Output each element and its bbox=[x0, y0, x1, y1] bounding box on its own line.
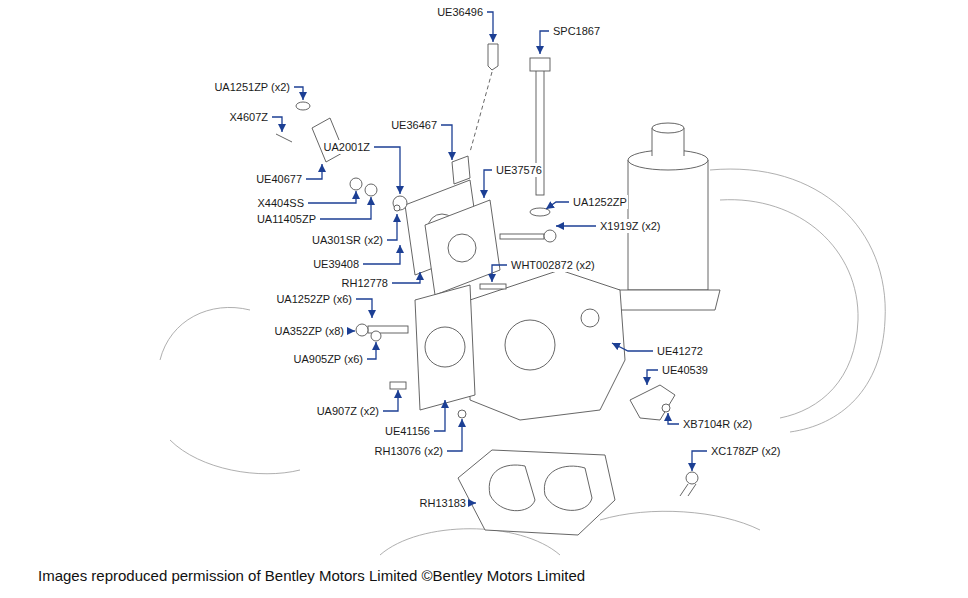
bolt-head bbox=[530, 58, 550, 71]
leader-line bbox=[647, 370, 658, 385]
part-number: UA301SR (x2) bbox=[311, 233, 384, 247]
part-number: X1919Z (x2) bbox=[599, 219, 662, 233]
leader-line bbox=[484, 170, 492, 198]
part-number: UE41156 bbox=[384, 424, 431, 438]
air-cleaner-dome bbox=[710, 169, 885, 432]
bush bbox=[452, 156, 470, 184]
leader-line bbox=[540, 31, 549, 54]
leader-line bbox=[546, 202, 569, 209]
washer bbox=[662, 404, 670, 412]
part-number: UA907Z (x2) bbox=[316, 404, 380, 418]
spacer bbox=[458, 450, 615, 535]
leader-line bbox=[487, 12, 493, 42]
parts bbox=[276, 44, 720, 535]
part-number: XC178ZP (x2) bbox=[710, 444, 782, 458]
part-number: RH13183 bbox=[419, 496, 467, 510]
split-pin bbox=[276, 134, 292, 142]
part-number: UE36496 bbox=[436, 5, 484, 19]
part-number: UE39408 bbox=[312, 257, 360, 271]
leader-line bbox=[348, 330, 355, 331]
gasket bbox=[425, 200, 500, 295]
engine-outline bbox=[600, 511, 760, 530]
leader-line bbox=[692, 451, 707, 471]
washer bbox=[296, 102, 310, 110]
leader-line bbox=[306, 164, 322, 179]
washer bbox=[350, 178, 362, 190]
leader-line bbox=[392, 272, 420, 283]
nut bbox=[356, 324, 368, 336]
leader-lines bbox=[272, 12, 707, 503]
bolt bbox=[480, 284, 506, 289]
part-number: UA352ZP (x8) bbox=[274, 324, 346, 338]
leader-line bbox=[492, 265, 507, 282]
leader-line bbox=[668, 413, 679, 424]
carburettor-port bbox=[581, 309, 599, 327]
leader-line bbox=[434, 400, 445, 431]
screw bbox=[500, 234, 544, 239]
gasket-hole bbox=[425, 327, 465, 367]
washer bbox=[394, 205, 400, 211]
clip bbox=[488, 44, 498, 70]
screw-shaft bbox=[680, 484, 696, 496]
part-number: UA1252ZP (x6) bbox=[275, 292, 353, 306]
part-number: RH12778 bbox=[341, 276, 389, 290]
engine-outline bbox=[160, 169, 885, 555]
part-number: XB7104R (x2) bbox=[682, 417, 753, 431]
part-number: UE36467 bbox=[390, 118, 438, 132]
leader-line bbox=[441, 125, 452, 160]
carburettor-body bbox=[470, 270, 625, 420]
stud bbox=[458, 410, 466, 418]
leader-line bbox=[308, 191, 356, 203]
clip-wire bbox=[470, 72, 492, 152]
part-number: UA905ZP (x6) bbox=[293, 352, 365, 366]
float-chamber-cap bbox=[652, 123, 684, 133]
part-number: UA1251ZP (x2) bbox=[213, 80, 291, 94]
leader-line bbox=[320, 197, 371, 219]
leader-line bbox=[387, 214, 397, 240]
leader-line bbox=[383, 390, 398, 411]
air-cleaner-dome bbox=[720, 200, 858, 418]
nut bbox=[393, 196, 407, 210]
screw-head bbox=[686, 472, 698, 484]
engine-outline bbox=[170, 440, 300, 474]
washer bbox=[371, 331, 381, 341]
part-number: UA2001Z bbox=[323, 140, 371, 154]
leader-line bbox=[356, 299, 372, 318]
carburettor-bore bbox=[505, 320, 555, 370]
leader-line bbox=[374, 147, 400, 194]
part-number: UE40677 bbox=[255, 172, 303, 186]
leader-line bbox=[612, 343, 653, 351]
part-number: UE40539 bbox=[661, 363, 709, 377]
part-number: WHT002872 (x2) bbox=[510, 258, 596, 272]
leader-line bbox=[367, 342, 376, 359]
part-number: SPC1867 bbox=[552, 24, 601, 38]
spacer-slot bbox=[544, 466, 592, 510]
leader-line bbox=[470, 502, 476, 503]
part-number: UE37576 bbox=[495, 163, 543, 177]
copyright-caption: Images reproduced permission of Bentley … bbox=[38, 567, 585, 585]
stud bbox=[390, 382, 406, 389]
gasket bbox=[415, 285, 475, 410]
leader-line bbox=[363, 245, 400, 264]
part-number: UA1252ZP bbox=[572, 195, 628, 209]
part-number: UA11405ZP bbox=[256, 212, 317, 226]
float-chamber-base bbox=[610, 290, 720, 310]
leader-line bbox=[447, 419, 462, 451]
leader-line bbox=[556, 225, 596, 226]
nut bbox=[365, 184, 377, 196]
engine-outline bbox=[160, 307, 250, 360]
gasket-hole bbox=[448, 234, 476, 262]
part-number: UE41272 bbox=[656, 344, 704, 358]
part-number: RH13076 (x2) bbox=[374, 444, 444, 458]
part-number: X4404SS bbox=[257, 196, 305, 210]
spacer-slot bbox=[489, 465, 535, 511]
washer bbox=[530, 208, 550, 216]
screw-head bbox=[544, 230, 556, 242]
part-number: X4607Z bbox=[228, 110, 269, 124]
leader-line bbox=[272, 117, 282, 132]
leader-line bbox=[294, 87, 303, 100]
